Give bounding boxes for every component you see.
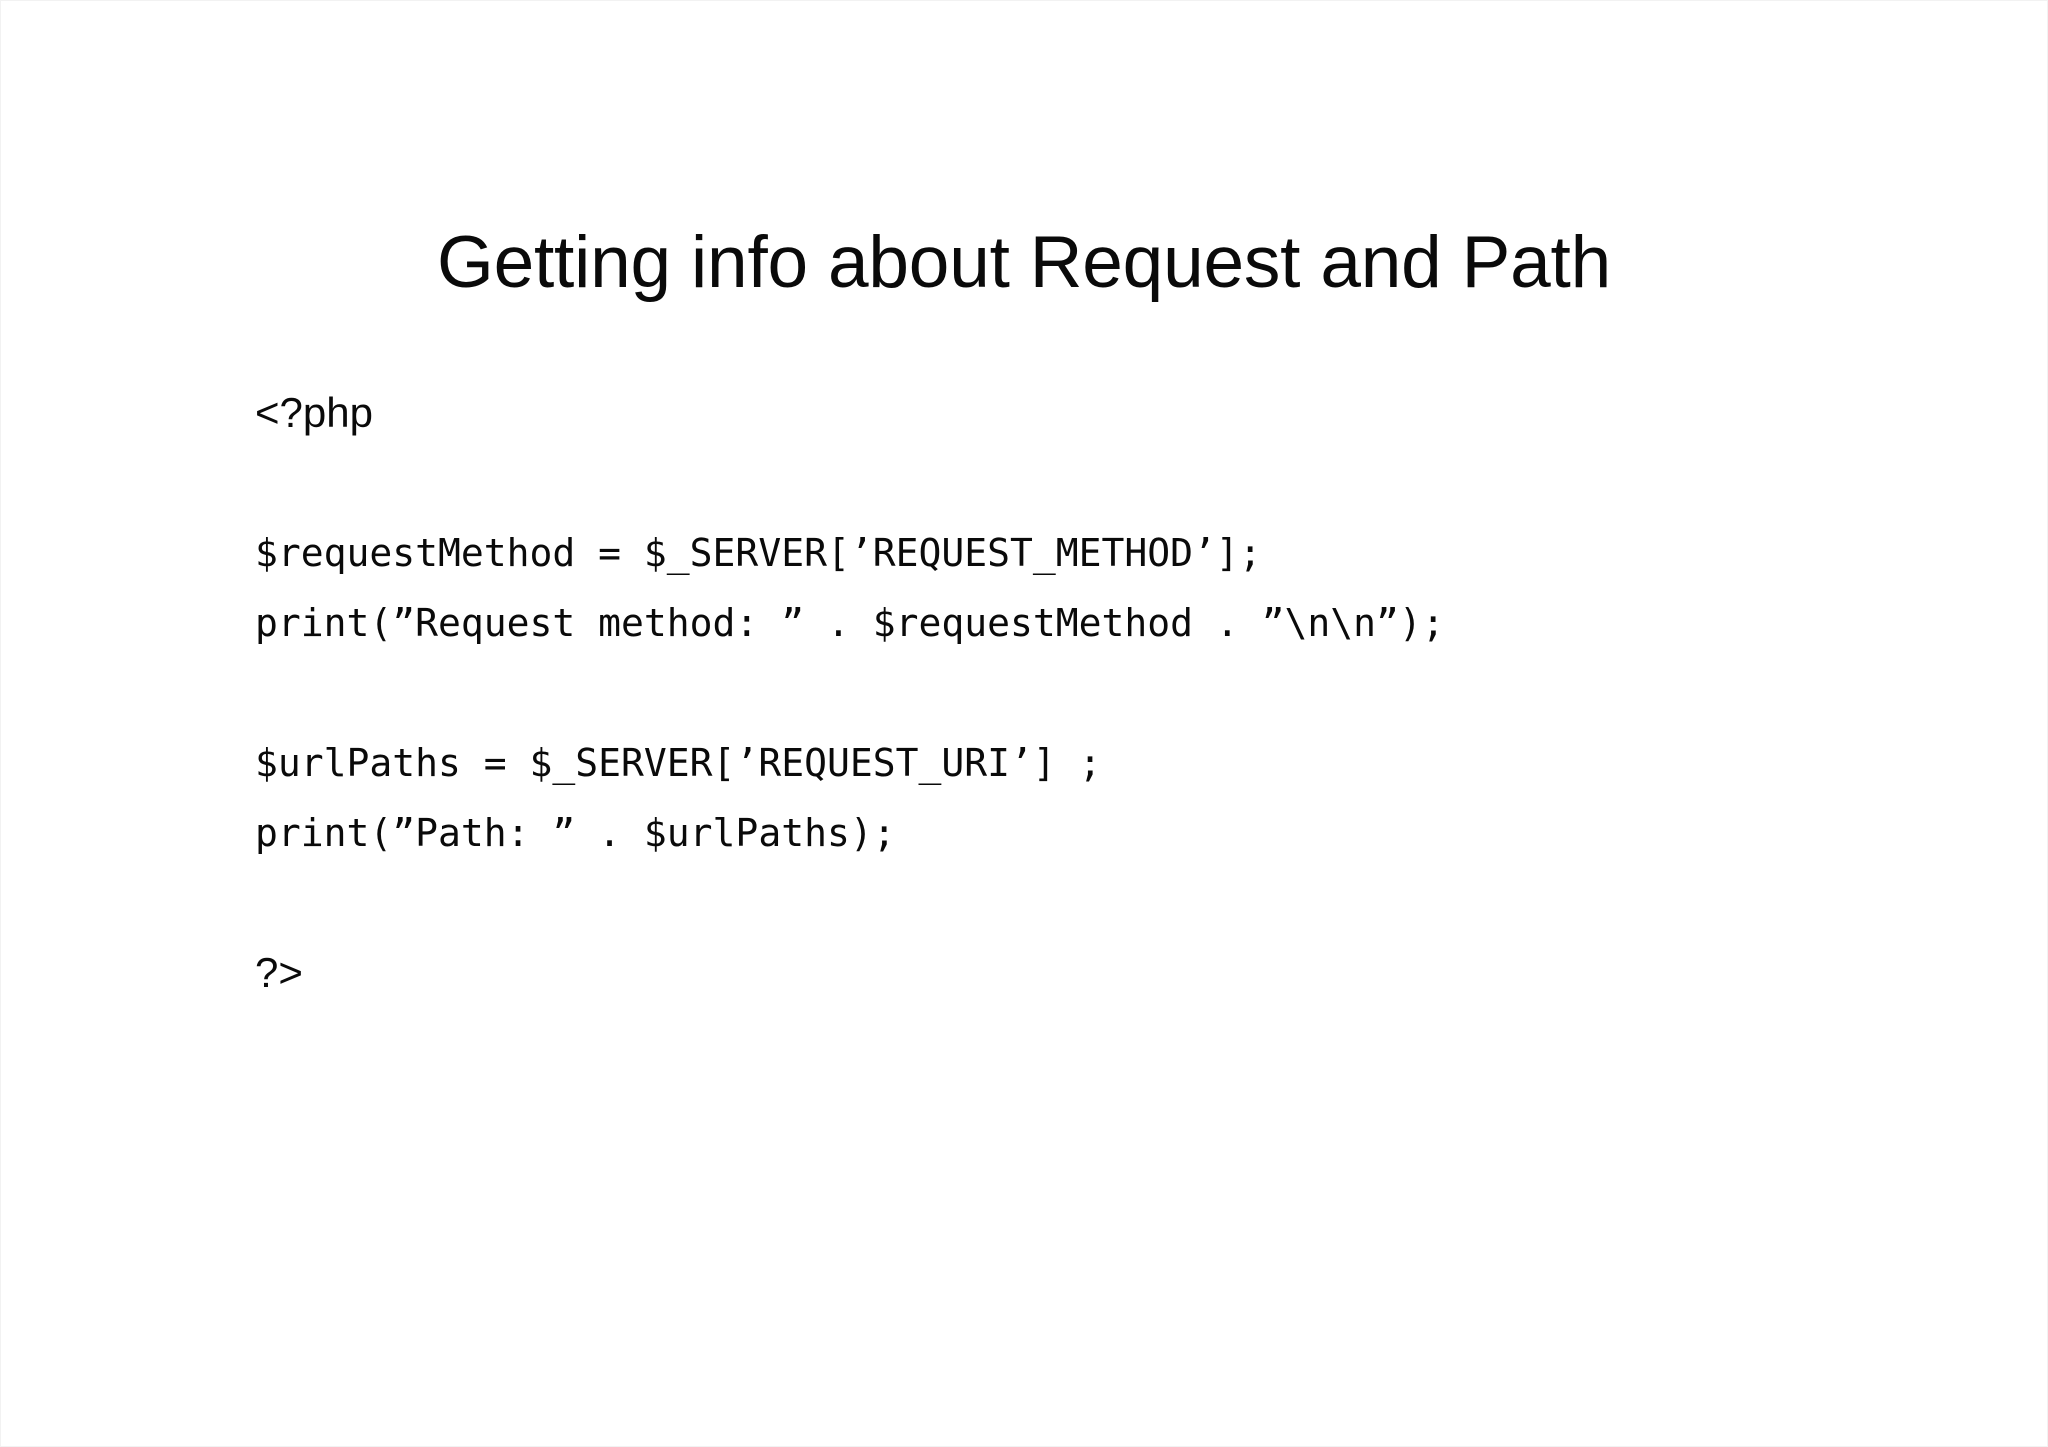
code-line-blank: [255, 448, 1975, 518]
code-line-url-paths-assign: $urlPaths = $_SERVER[’REQUEST_URI’] ;: [255, 741, 1102, 785]
code-line-request-method-assign: $requestMethod = $_SERVER[’REQUEST_METHO…: [255, 531, 1262, 575]
php-code-block: <?php $requestMethod = $_SERVER[’REQUEST…: [255, 378, 1975, 1008]
slide-title: Getting info about Request and Path: [436, 221, 1611, 303]
code-line-php-close-tag: ?>: [255, 949, 303, 996]
code-line-print-url-paths: print(”Path: ” . $urlPaths);: [255, 811, 896, 855]
code-line-print-request-method: print(”Request method: ” . $requestMetho…: [255, 601, 1445, 645]
code-line-blank: [255, 868, 1975, 938]
code-line-php-open-tag: <?php: [255, 389, 373, 436]
code-line-blank: [255, 658, 1975, 728]
